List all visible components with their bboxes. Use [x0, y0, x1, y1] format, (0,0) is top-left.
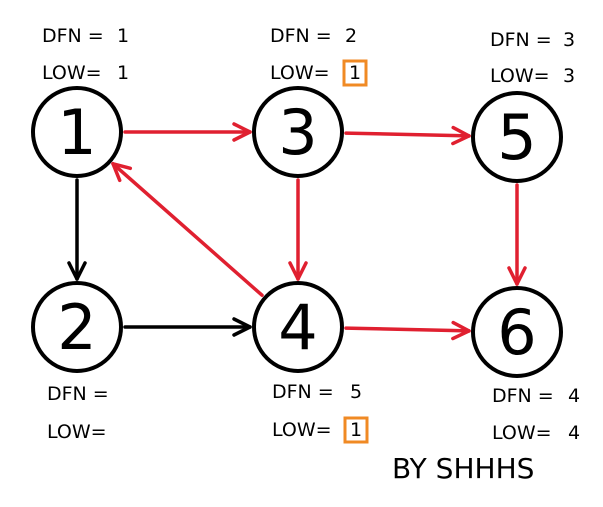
- node-label: 5: [497, 101, 536, 174]
- edges: [67, 122, 527, 341]
- edge-4-to-1: [111, 162, 264, 297]
- node-circle: [471, 91, 563, 183]
- node-2: 2: [31, 281, 123, 373]
- node-label: 1: [57, 96, 96, 169]
- node-circle: [252, 86, 344, 178]
- low-value-node-3: 1: [349, 62, 361, 84]
- node-label: 3: [278, 96, 317, 169]
- node-5: 5: [471, 91, 563, 183]
- edge-3-to-5: [344, 125, 471, 146]
- low-label-node-3: LOW=: [270, 62, 330, 84]
- dfn-label-node-6: DFN =: [492, 385, 554, 407]
- dfn-value-node-4: 5: [350, 381, 362, 403]
- node-circle: [252, 281, 344, 373]
- low-label-node-6: LOW=: [492, 422, 552, 444]
- low-label-node-4: LOW=: [272, 419, 332, 441]
- nodes: 1 2 3 4 5 6: [31, 86, 563, 378]
- low-highlight-box-node-4: [343, 416, 369, 444]
- dfn-value-node-5: 3: [563, 29, 575, 51]
- low-value-node-6: 4: [568, 422, 580, 444]
- node-circle: [471, 286, 563, 378]
- node-circle: [31, 281, 123, 373]
- dfn-value-node-6: 4: [568, 385, 580, 407]
- dfn-value-node-3: 2: [345, 25, 357, 47]
- low-highlight-box-node-3: [342, 59, 368, 87]
- dfn-label-node-2: DFN =: [47, 383, 109, 405]
- node-label: 2: [57, 291, 96, 364]
- low-value-node-1: 1: [117, 62, 129, 84]
- low-label-node-2: LOW=: [47, 421, 107, 443]
- node-4: 4: [252, 281, 344, 373]
- low-label-node-5: LOW=: [490, 65, 550, 87]
- dfn-value-node-1: 1: [117, 25, 129, 47]
- edge-4-to-6: [344, 320, 471, 341]
- node-6: 6: [471, 286, 563, 378]
- credit-text: BY SHHHS: [392, 452, 534, 485]
- dfn-label-node-5: DFN =: [490, 29, 552, 51]
- node-circle: [31, 86, 123, 178]
- dfn-label-node-1: DFN =: [42, 25, 104, 47]
- dfn-label-node-4: DFN =: [272, 381, 334, 403]
- node-3: 3: [252, 86, 344, 178]
- low-value-node-4: 1: [350, 419, 362, 441]
- node-label: 6: [497, 296, 536, 369]
- low-value-node-5: 3: [563, 65, 575, 87]
- low-label-node-1: LOW=: [42, 62, 102, 84]
- dfn-label-node-3: DFN =: [270, 25, 332, 47]
- node-label: 4: [278, 291, 317, 364]
- node-1: 1: [31, 86, 123, 178]
